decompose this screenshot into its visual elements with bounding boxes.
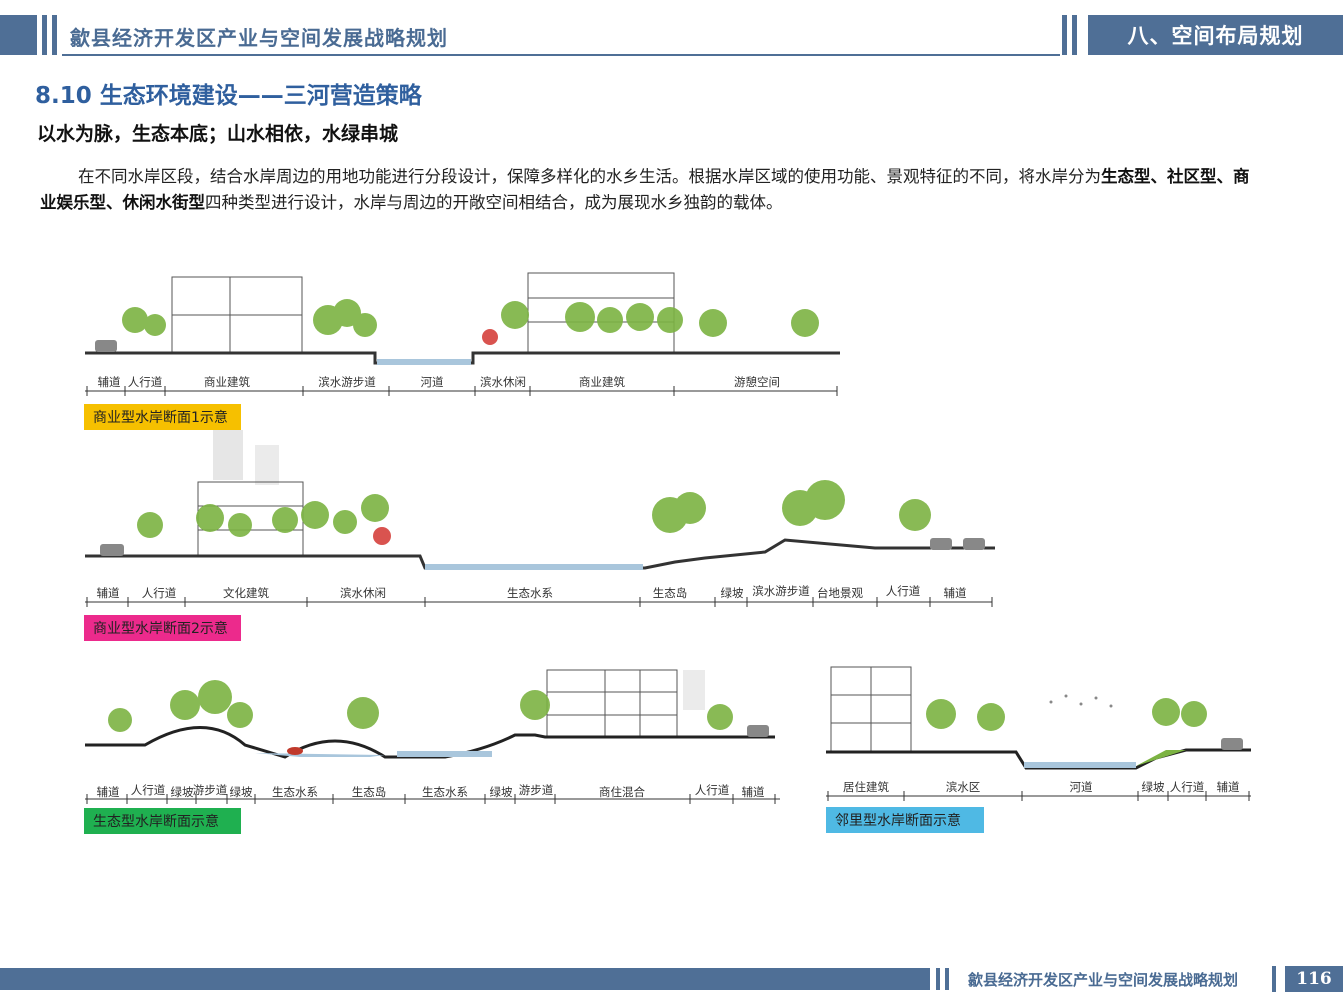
subtitle: 以水为脉，生态本底；山水相依，水绿串城 [37,123,399,145]
section-1-caption: 商业型水岸断面1示意 [84,404,241,430]
section-4-scale-line [826,791,1251,801]
header-doc-title: 歙县经济开发区产业与空间发展战略规划 [70,26,448,50]
section-3-label: 人行道 [694,783,730,797]
footer-band [0,968,930,990]
section-3-label: 辅道 [96,785,120,799]
section-1-scale-line [85,386,838,396]
paragraph-part2: 四种类型进行设计，水岸与周边的开敞空间相结合，成为展现水乡独韵的载体。 [205,193,783,212]
section-3-label: 生态岛 [351,785,387,799]
section-2-caption: 商业型水岸断面2示意 [84,615,241,641]
section-2-label: 人行道 [885,584,921,598]
section-2-label: 绿坡 [720,586,744,600]
page-number: 116 [1285,966,1343,992]
header-bar-stripe [52,15,57,55]
section-3-label: 商住混合 [599,785,645,799]
section-4-label: 滨水区 [945,780,981,794]
section-2-illustration [85,430,995,570]
section-3-label: 绿坡 [170,785,194,799]
section-1-scale: 辅道 人行道 商业建筑 滨水游步道 河道 滨水休闲 商业建筑 游憩空间 [85,374,840,398]
section-1-label: 滨水游步道 [318,375,376,389]
section-3-label: 辅道 [741,785,765,799]
footer-stripe [1272,966,1276,992]
section-2-scale: 辅道 人行道 文化建筑 滨水休闲 生态水系 生态岛 绿坡 滨水游步道 台地景观 … [85,584,995,609]
section-4-caption: 邻里型水岸断面示意 [826,807,984,833]
footer-doc-title: 歙县经济开发区产业与空间发展战略规划 [968,971,1239,989]
section-4-label: 绿坡 [1141,780,1165,794]
section-1-label: 商业建筑 [579,375,625,389]
section-2-label: 文化建筑 [223,586,269,600]
header-bar-stripe [42,15,47,55]
section-2-label: 人行道 [141,586,177,600]
section-2-label: 滨水休闲 [340,586,386,600]
footer-stripe [936,968,940,990]
section-2-label: 台地景观 [817,586,863,600]
section-3-scale: 辅道 人行道 绿坡 游步道 绿坡 生态水系 生态岛 生态水系 绿坡 游步道 商住… [85,782,785,806]
page-title: 8.10 生态环境建设——三河营造策略 [35,83,422,109]
section-2-label: 辅道 [96,586,120,600]
header-bar-stripe [1062,15,1067,55]
header-bar-stripe [1072,15,1077,55]
paragraph-bold: 生态型、社区型、商业娱乐型、休闲水街型 [40,167,1250,212]
section-3-label: 生态水系 [422,785,468,799]
section-1-label: 人行道 [127,375,163,389]
section-2-scale-line [85,597,993,607]
section-3-illustration [85,669,775,759]
section-3-label: 生态水系 [272,785,318,799]
section-4-label: 辅道 [1216,780,1240,794]
section-4-scale: 居住建筑 滨水区 河道 绿坡 人行道 辅道 [826,779,1256,803]
section-1-label: 滨水休闲 [480,375,526,389]
section-2-label: 滨水游步道 [752,584,810,598]
header-bar-left [0,15,37,55]
footer-stripe [945,968,949,990]
header-underline [62,54,1060,56]
section-2-label: 生态岛 [652,586,688,600]
section-2-label: 生态水系 [507,586,553,600]
section-3-label: 游步道 [518,783,554,797]
section-4-label: 河道 [1069,780,1093,794]
intro-paragraph: 在不同水岸区段，结合水岸周边的用地功能进行分段设计，保障多样化的水乡生活。根据水… [40,164,1260,216]
section-4-illustration [826,666,1251,770]
section-3-caption: 生态型水岸断面示意 [84,808,241,834]
section-1-label: 河道 [420,375,444,389]
section-1-label: 游憩空间 [734,375,780,389]
section-2-label: 辅道 [943,586,967,600]
section-3-scale-line [85,794,780,804]
section-3-label: 人行道 [130,783,166,797]
section-3-label: 游步道 [192,783,228,797]
section-1-label: 商业建筑 [204,375,250,389]
section-4-label: 居住建筑 [843,780,889,794]
paragraph-part1: 在不同水岸区段，结合水岸周边的用地功能进行分段设计，保障多样化的水乡生活。根据水… [78,167,1101,186]
section-1-label: 辅道 [97,375,121,389]
section-3-label: 绿坡 [229,785,253,799]
section-3-label: 绿坡 [489,785,513,799]
section-1-illustration [85,272,840,365]
header-section-label: 八、空间布局规划 [1088,15,1343,55]
section-4-label: 人行道 [1169,780,1205,794]
